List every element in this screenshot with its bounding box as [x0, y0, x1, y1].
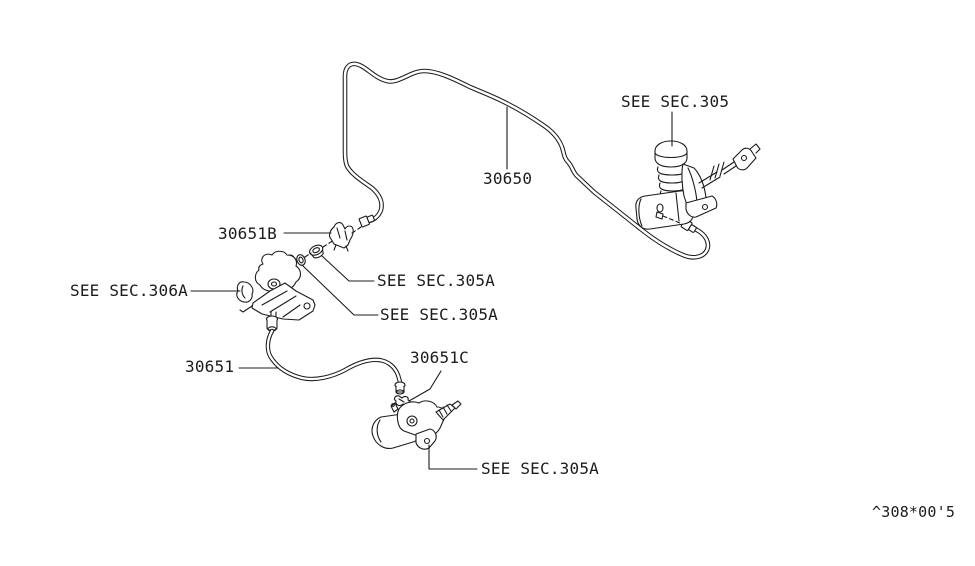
- grommet-upper-drawing: [308, 244, 324, 259]
- callout-see-sec-305a-lower: SEE SEC.305A: [380, 305, 498, 324]
- part-label-30651c: 30651C: [410, 348, 469, 367]
- clutch-hose-30651-drawing: [265, 328, 411, 406]
- clutch-operating-cylinder-drawing: [371, 400, 462, 450]
- hose-end-fitting: [394, 381, 406, 395]
- clutch-master-cylinder-drawing: [635, 140, 761, 230]
- callout-see-sec-305: SEE SEC.305: [621, 92, 730, 111]
- clutch-tube-30650-drawing: [342, 61, 711, 260]
- callout-see-sec-305a-cylinder: SEE SEC.305A: [481, 459, 599, 478]
- washer-lower-drawing: [296, 254, 306, 266]
- part-label-30651b: 30651B: [218, 224, 277, 243]
- callout-see-sec-305a-upper: SEE SEC.305A: [377, 271, 495, 290]
- part-label-30650: 30650: [483, 169, 533, 188]
- tube-flare-nut-front: [358, 214, 375, 228]
- part-label-30651: 30651: [185, 357, 235, 376]
- tube-clamp-30651b-drawing: [329, 222, 354, 252]
- clutch-damper-bracket-drawing: [236, 250, 316, 332]
- callout-see-sec-306a: SEE SEC.306A: [70, 281, 188, 300]
- drawing-reference-code: ^308*00'5: [872, 503, 956, 521]
- leader-lines: [190, 106, 681, 470]
